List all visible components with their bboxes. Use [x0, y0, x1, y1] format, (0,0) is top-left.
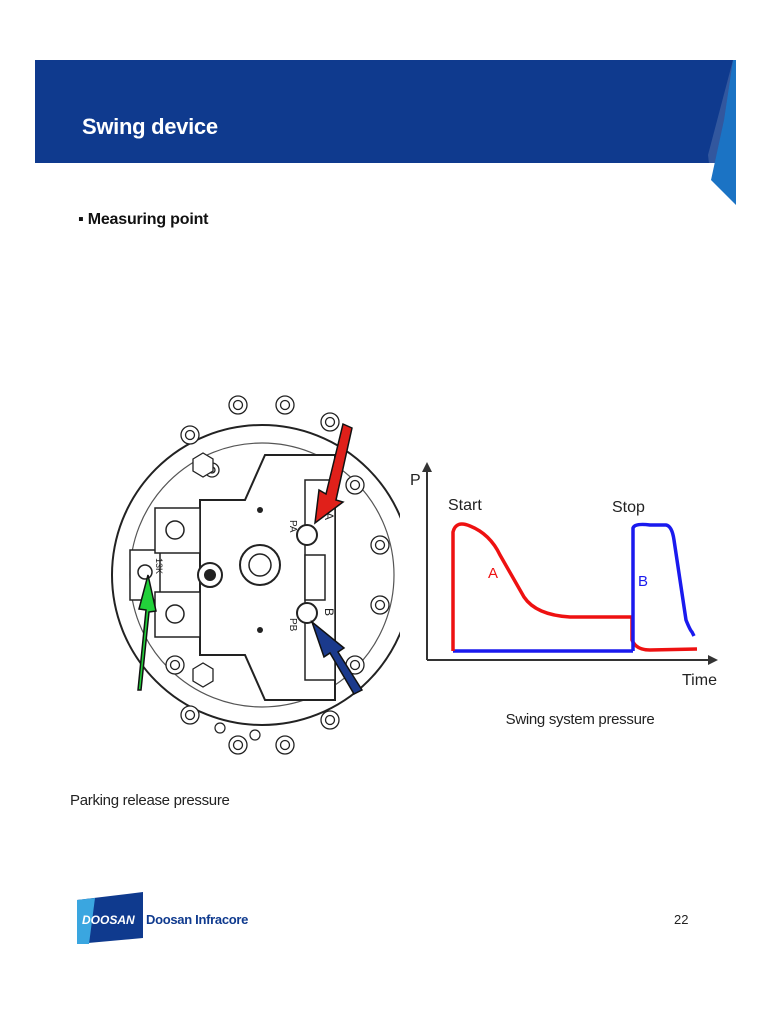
header-corner-accent [708, 60, 736, 205]
red-arrow-port-a [314, 422, 353, 525]
port-b-label: B [322, 608, 336, 616]
port-a-label: A [322, 512, 336, 520]
port-pa-label: PA [287, 520, 298, 533]
axis-p-label: P [410, 472, 421, 489]
port-a-circle [296, 524, 318, 546]
port-13k-circle [137, 564, 153, 580]
page-title: Swing device [82, 114, 218, 139]
logo-text: DOOSAN [82, 913, 135, 927]
series-b-line [631, 522, 696, 651]
series-a-label: A [488, 565, 498, 582]
port-13k-label: 13K [154, 558, 164, 574]
bolt-holes [165, 395, 390, 755]
swing-device-diagram: PA PB A B 13K [111, 395, 400, 755]
green-arrow-parking [137, 574, 157, 691]
start-label: Start [448, 497, 482, 514]
caption-parking-pressure: Parking release pressure [70, 792, 230, 809]
series-b-label: B [638, 573, 648, 590]
blue-arrow-port-b [310, 619, 364, 695]
stop-label: Stop [612, 499, 645, 516]
caption-swing-pressure: Swing system pressure [505, 711, 655, 728]
port-pb-label: PB [287, 618, 298, 632]
bullet-measuring-point: ▪ Measuring point [78, 211, 209, 228]
page-number: 22 [674, 912, 689, 927]
series-a-line [451, 522, 698, 652]
logo-subtitle: Doosan Infracore [146, 912, 249, 927]
header-band [35, 60, 733, 163]
axis-time-label: Time [682, 672, 717, 689]
doosan-logo: DOOSAN [77, 892, 143, 944]
swing-pressure-chart: P Time Start Stop A B [410, 462, 718, 689]
port-b-circle [296, 602, 318, 624]
